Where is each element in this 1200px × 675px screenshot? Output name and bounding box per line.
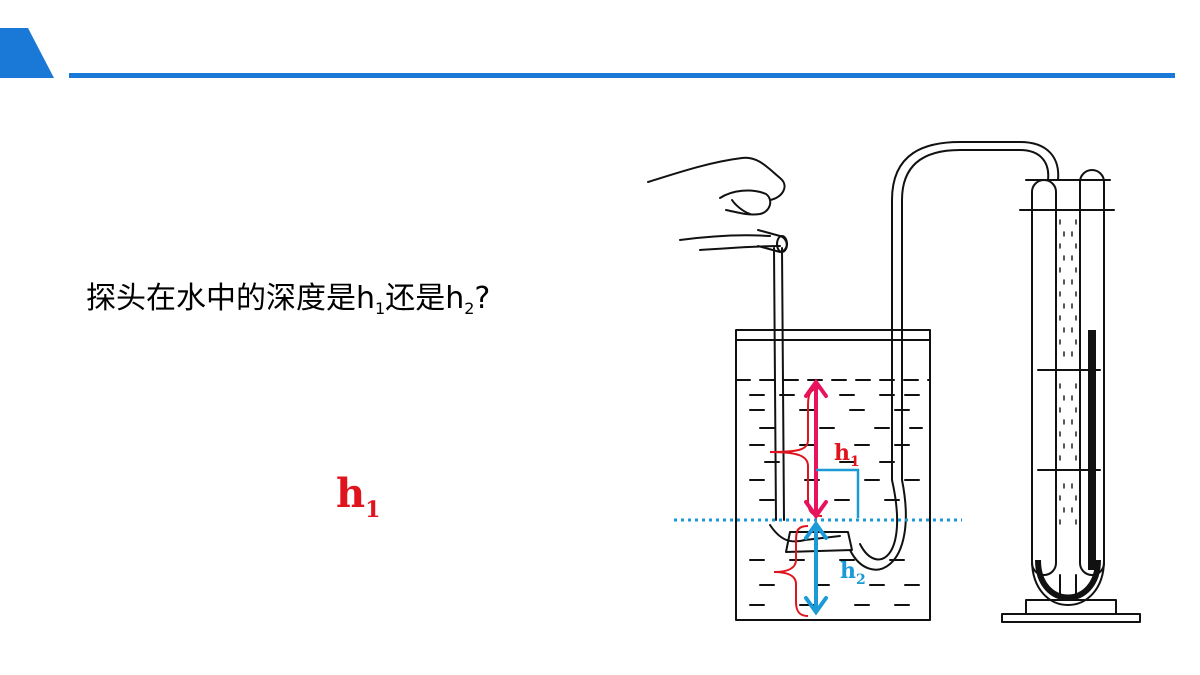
pressure-gauge-diagram: h1 h2: [647, 141, 1141, 623]
h2-arrow: [804, 520, 828, 616]
header-rule: [69, 73, 1175, 78]
h2-label: h2: [840, 558, 866, 588]
answer-label: h1: [336, 470, 380, 523]
probe-pipe: [757, 229, 788, 521]
h1-label: h1: [834, 440, 860, 470]
manometer-liquid-bottom: [1035, 559, 1101, 601]
question-sub-b: 2: [464, 299, 475, 318]
water-beaker: [735, 329, 931, 621]
answer-sub: 1: [365, 497, 381, 523]
question-text: 探头在水中的深度是h1还是h2?: [86, 273, 490, 318]
question-part-c: ?: [474, 281, 491, 316]
h1-arrow: [804, 378, 828, 520]
h2-brace: [773, 525, 809, 617]
manometer-liquid-right: [1088, 330, 1096, 570]
water-dashes: [749, 394, 923, 606]
slide-corner-decoration: [0, 28, 54, 78]
answer-base: h: [336, 470, 366, 517]
question-part-b: 还是h: [385, 281, 465, 316]
u-tube-manometer: [1001, 169, 1141, 623]
right-angle-marker: [816, 468, 860, 518]
question-part-a: 探头在水中的深度是h: [86, 281, 376, 316]
hand-illustration: [647, 156, 786, 251]
question-sub-a: 1: [375, 299, 386, 318]
rubber-tube: [849, 141, 1060, 571]
scale-ticks: [1059, 219, 1077, 525]
probe-head: [769, 524, 853, 553]
